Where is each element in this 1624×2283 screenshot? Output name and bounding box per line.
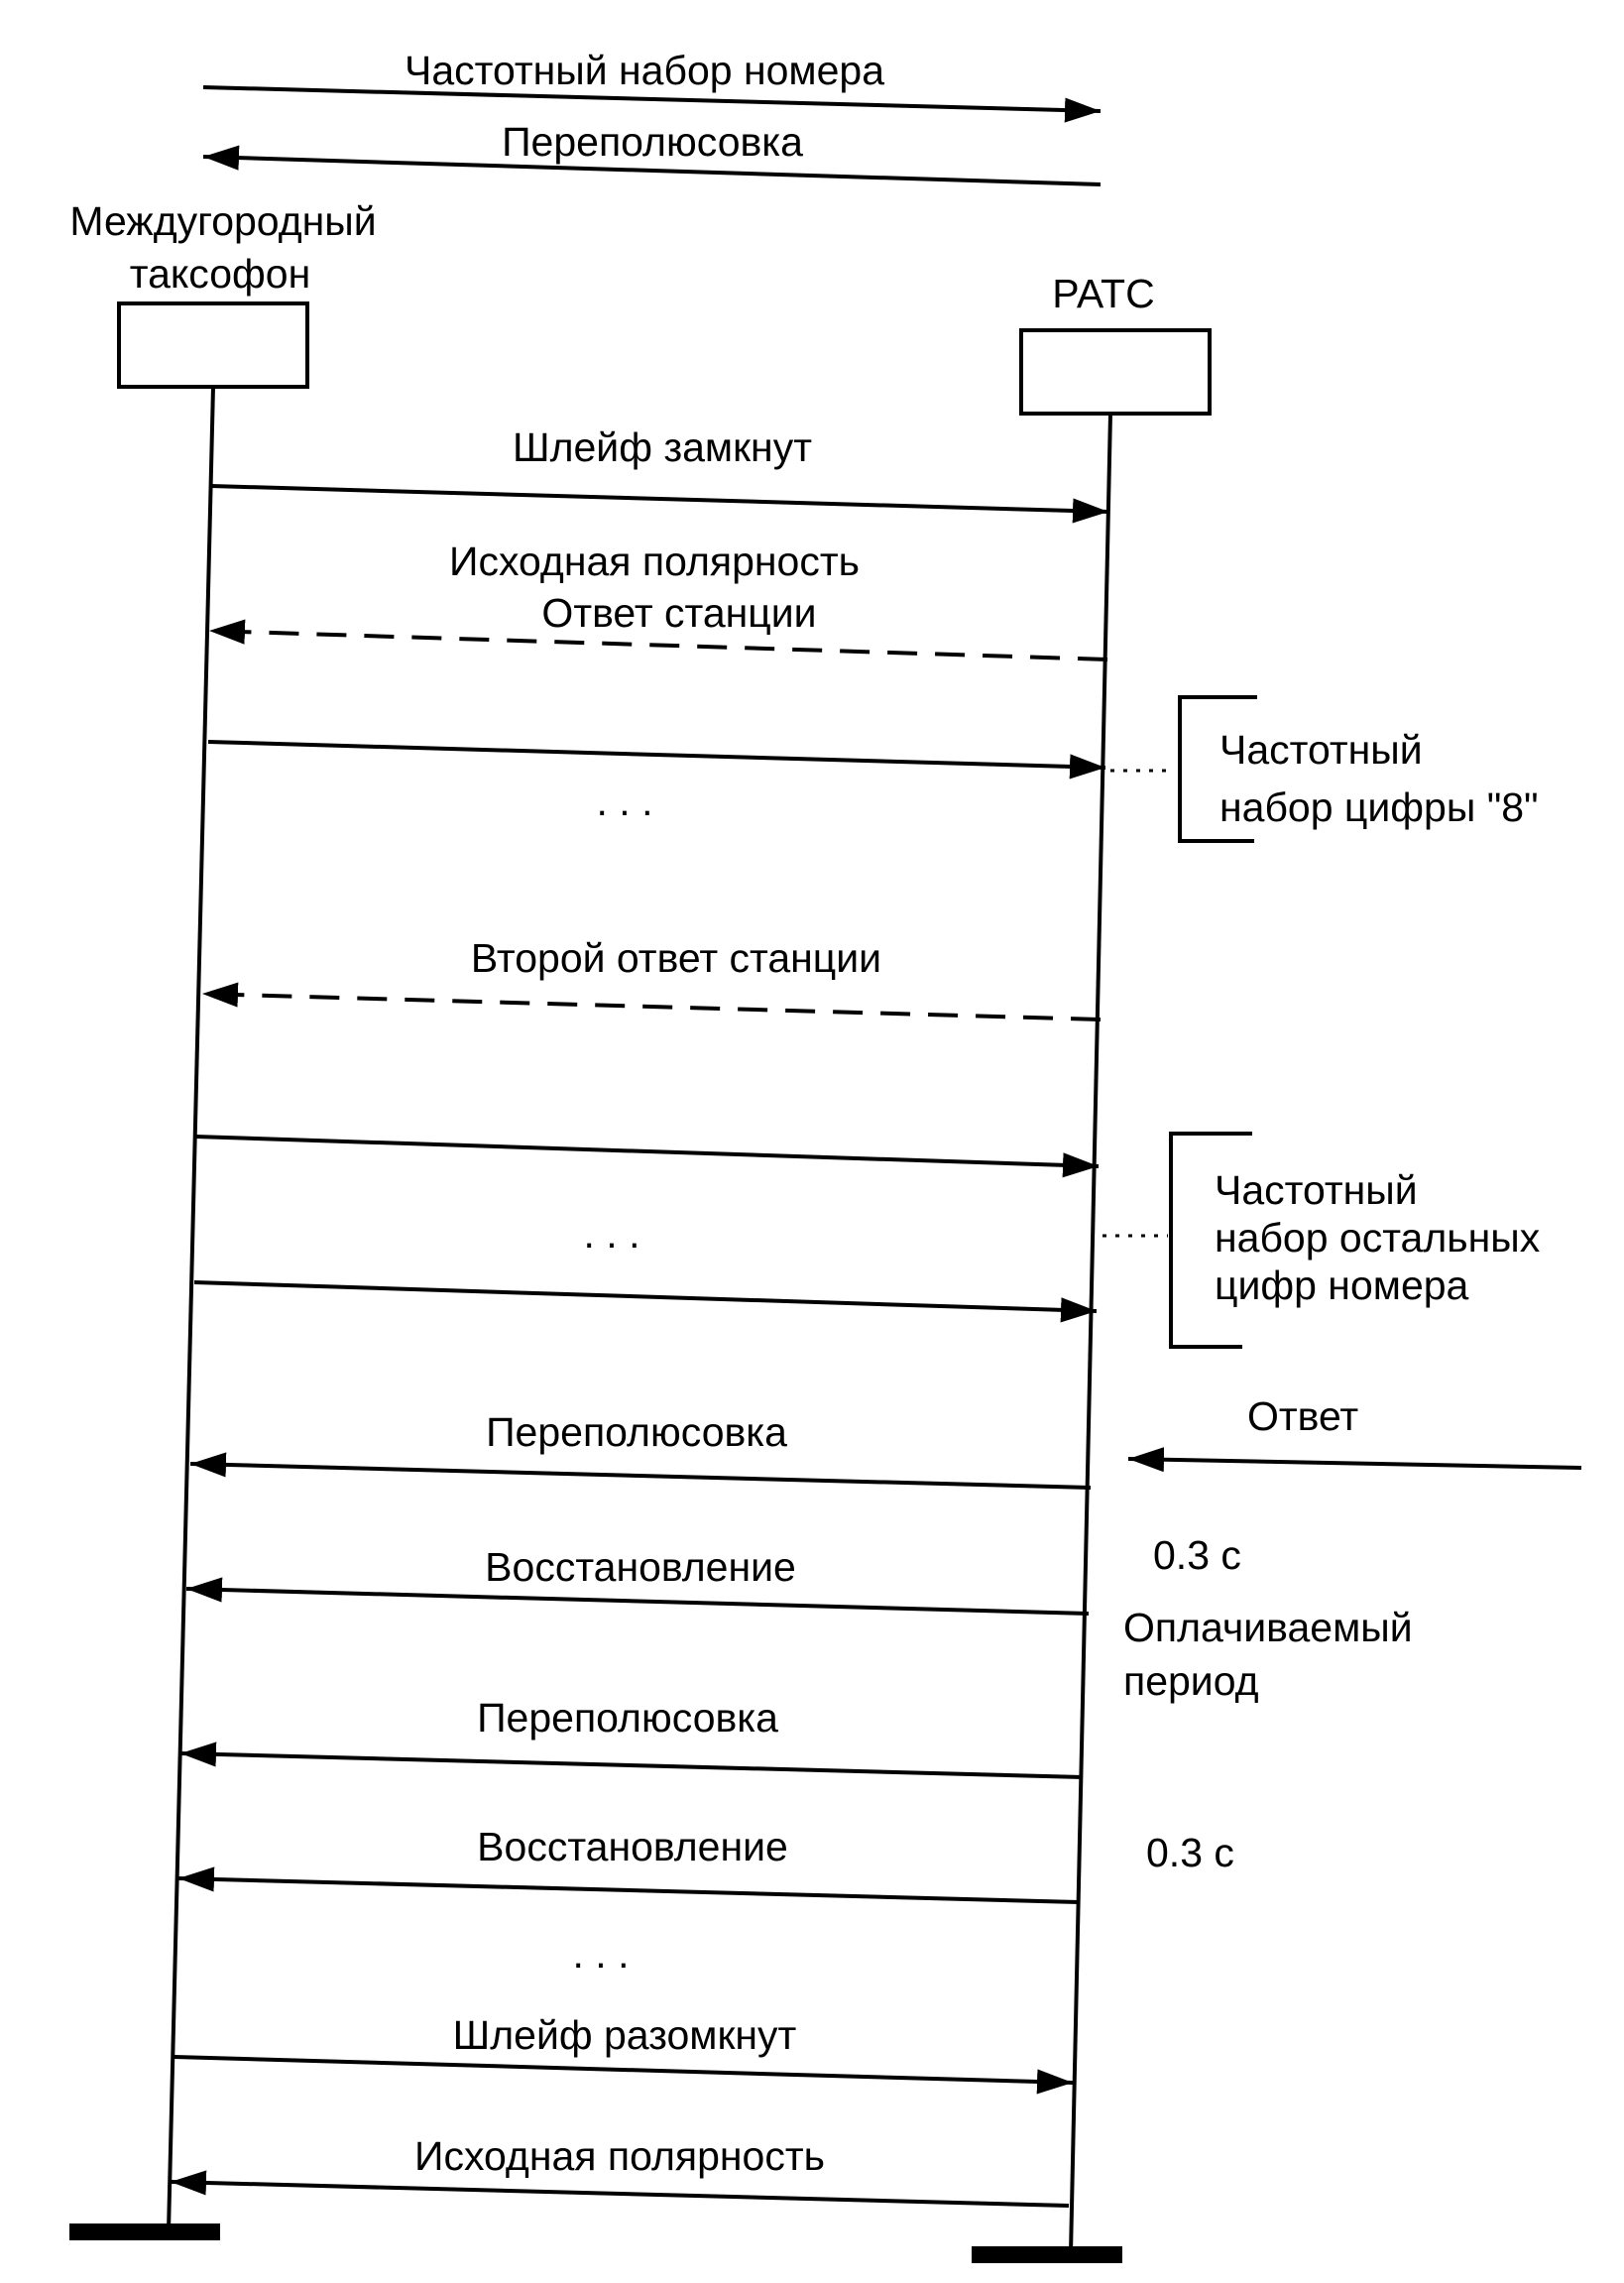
note-digit8-line1: Частотный [1219,727,1423,773]
exchange-ground-bar [972,2246,1122,2263]
digit8-bracket [1178,695,1257,843]
external-answer-arrow [1127,1447,1582,1473]
msg-second-station-answer-arrow [201,982,1102,1021]
note-answer: Ответ [1247,1393,1358,1439]
note-pulse-2: 0.3 с [1146,1830,1234,1875]
msg-restore-1-label: Восстановление [485,1544,796,1590]
legend-polarity-reversal-arrow [202,145,1102,186]
msg-loop-closed-arrow [210,484,1109,524]
msg-digit8-arrow [207,740,1106,780]
note-pulse-1: 0.3 с [1153,1532,1241,1578]
msg-reversal-2-arrow [179,1742,1084,1779]
msg-initial-polarity-end-label: Исходная полярность [414,2133,825,2179]
exchange-lifeline [1069,413,1112,2254]
note-rest-line3: цифр номера [1215,1262,1469,1308]
note-rest-line1: Частотный [1215,1167,1418,1213]
msg-initial-polarity-label: Исходная полярность [449,539,860,584]
msg-station-answer-arrow [208,619,1108,661]
msg-rest-digits-first-arrow [194,1135,1100,1178]
msg-loop-open-label: Шлейф разомкнут [453,2012,797,2058]
msg-initial-polarity-end-arrow [170,2170,1070,2208]
note-paid-line1: Оплачиваемый [1123,1605,1413,1650]
payphone-name-line2: таксофон [130,251,310,297]
msg-loop-open-arrow [174,2055,1074,2095]
payphone-name-line1: Междугородный [69,198,376,244]
exchange-box [1019,328,1212,416]
msg-reversal-1-label: Переполюсовка [486,1409,787,1455]
note-digit8-line2: набор цифры "8" [1219,784,1539,830]
msg-restore-2-label: Восстановление [477,1824,788,1869]
legend-polarity-reversal-label: Переполюсовка [502,119,803,165]
rest-digits-ellipsis: . . . [584,1211,640,1257]
legend-tone-dialing-arrow [202,85,1102,123]
payphone-ground-bar [69,2223,220,2240]
payphone-box [117,301,309,389]
msg-restore-1-arrow [185,1577,1090,1616]
msg-rest-digits-last-arrow [193,1280,1098,1323]
rest-digits-bracket [1169,1132,1252,1349]
exchange-name: РАТС [1052,271,1154,316]
msg-reversal-1-arrow [189,1452,1092,1490]
msg-loop-closed-label: Шлейф замкнут [513,424,812,470]
msg-reversal-2-label: Переполюсовка [477,1695,778,1741]
talk-ellipsis: . . . [573,1931,630,1977]
legend-tone-dialing-label: Частотный набор номера [405,48,884,93]
msg-restore-2-arrow [177,1866,1080,1904]
msg-second-station-answer-label: Второй ответ станции [471,935,881,981]
msg-station-answer-label: Ответ станции [541,590,816,636]
digit8-ellipsis: . . . [597,779,653,824]
payphone-lifeline [167,386,215,2232]
note-paid-line2: период [1123,1658,1259,1704]
note-rest-line2: набор остальных [1215,1215,1541,1261]
